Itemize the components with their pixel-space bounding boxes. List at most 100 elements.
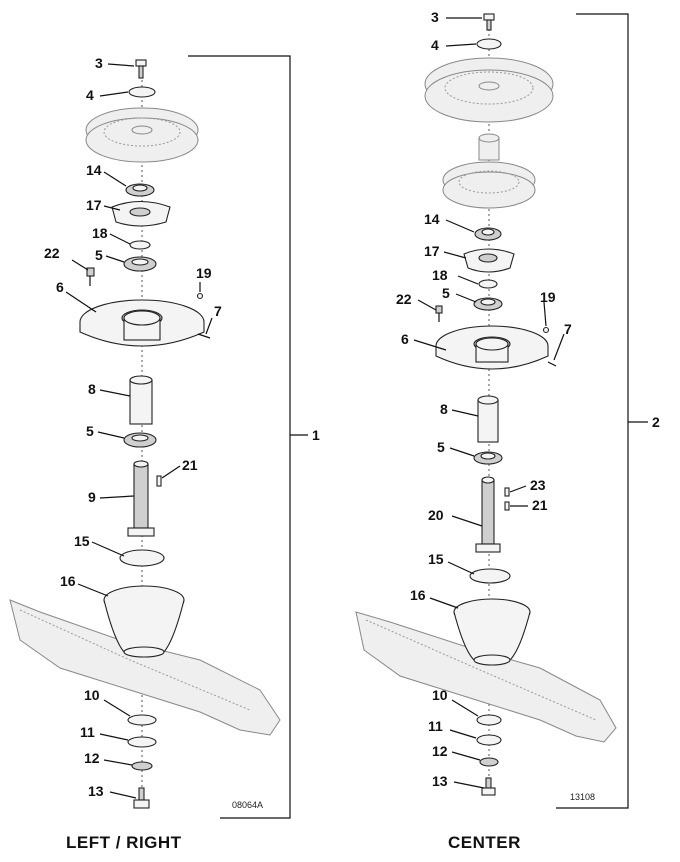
center-part-12-lockwasher [479,757,499,767]
center-part-5-bearing-lower [473,451,503,465]
left-part-8-tube [129,375,153,425]
left-label-17: 17 [86,197,102,213]
center-leader-lines [413,17,565,789]
left-caption: LEFT / RIGHT [66,833,182,852]
center-part-4-washer [476,38,502,50]
left-part-16-cup [103,585,185,658]
center-label-22: 22 [396,291,412,307]
center-label-20: 20 [428,507,444,523]
left-label-22: 22 [44,245,60,261]
center-label-21: 21 [532,497,548,513]
left-part-5-bearing-lower [123,432,157,448]
left-label-16: 16 [60,573,76,589]
center-part-22-fitting [435,305,443,322]
left-part-14-bearing [125,183,155,197]
left-part-7-screw [197,333,211,339]
center-part-18-ring [478,279,498,289]
center-label-5a: 5 [442,285,450,301]
center-part-5-bearing-upper [473,297,503,311]
center-part-17-flange [463,248,515,273]
center-label-8: 8 [440,401,448,417]
center-figure-code: 13108 [570,792,595,802]
left-part-17-flange [111,200,171,227]
center-label-7: 7 [564,321,572,337]
left-part-15-washer [119,549,165,567]
center-part-11-washer [476,734,502,746]
center-label-17: 17 [424,243,440,259]
left-part-18-ring [129,240,151,250]
left-part-19-pin [196,292,204,300]
assembly-left-right: 3 4 14 17 18 22 5 19 6 7 8 5 21 9 15 16 … [9,55,320,852]
center-label-11: 11 [428,718,443,734]
center-part-10-washer [476,714,502,726]
left-label-21: 21 [182,457,198,473]
left-part-13-bolt [133,787,150,809]
left-label-15: 15 [74,533,90,549]
left-part-6-housing [79,299,205,347]
center-hub [478,133,500,161]
center-label-13: 13 [432,773,448,789]
left-part-9-shaft [127,460,155,537]
left-label-8: 8 [88,381,96,397]
center-callouts: 3 4 14 17 18 22 5 19 6 7 8 5 23 21 20 15… [396,9,572,789]
center-label-10: 10 [432,687,448,703]
left-label-4: 4 [86,87,94,103]
left-callouts: 3 4 14 17 18 22 5 19 6 7 8 5 21 9 15 16 … [44,55,222,799]
left-pulley [85,107,199,163]
center-part-23-key [504,487,510,497]
left-label-19: 19 [196,265,212,281]
center-part-20-shaft [475,476,501,553]
center-label-16: 16 [410,587,426,603]
center-part-15-washer [469,568,511,584]
center-label-12: 12 [432,743,448,759]
left-label-14: 14 [86,162,102,178]
left-label-5b: 5 [86,423,94,439]
center-caption: CENTER [448,833,521,852]
center-part-19-pin [542,326,550,334]
center-pulley-lower [442,161,536,209]
center-label-19: 19 [540,289,556,305]
left-part-22-fitting [86,267,95,286]
center-assembly-callout: 2 [652,414,660,430]
left-label-12: 12 [84,750,100,766]
left-part-3-bolt [135,59,147,79]
left-label-9: 9 [88,489,96,505]
left-part-4-washer [128,86,156,98]
center-label-18: 18 [432,267,448,283]
center-label-15: 15 [428,551,444,567]
center-bracket: 2 [556,13,660,809]
left-bracket: 1 [188,55,320,819]
center-label-4: 4 [431,37,439,53]
left-label-18: 18 [92,225,108,241]
left-label-5a: 5 [95,247,103,263]
center-part-6-housing [435,325,549,370]
center-part-13-bolt [481,777,496,796]
left-leader-lines [65,63,213,799]
left-part-10-washer [127,714,157,726]
center-part-7-screw [547,361,557,367]
left-label-7: 7 [214,303,222,319]
left-label-3: 3 [95,55,103,71]
assembly-center: 3 4 14 17 18 22 5 19 6 7 8 5 23 21 20 15… [355,9,660,852]
center-label-3: 3 [431,9,439,25]
left-figure-code: 08064A [232,800,263,810]
left-part-5-bearing-upper [123,256,157,272]
center-part-8-tube [477,395,499,443]
center-part-21-key [504,501,510,511]
center-label-5b: 5 [437,439,445,455]
center-part-16-cup [453,598,531,666]
center-pulley-upper [424,57,554,123]
left-label-6: 6 [56,279,64,295]
left-label-13: 13 [88,783,104,799]
center-label-6: 6 [401,331,409,347]
center-part-14-bearing [474,227,502,241]
left-assembly-callout: 1 [312,427,320,443]
left-label-11: 11 [80,724,95,740]
left-label-10: 10 [84,687,100,703]
left-part-11-washer [127,736,157,748]
center-label-14: 14 [424,211,440,227]
center-label-23: 23 [530,477,546,493]
left-part-21-key [156,475,162,487]
